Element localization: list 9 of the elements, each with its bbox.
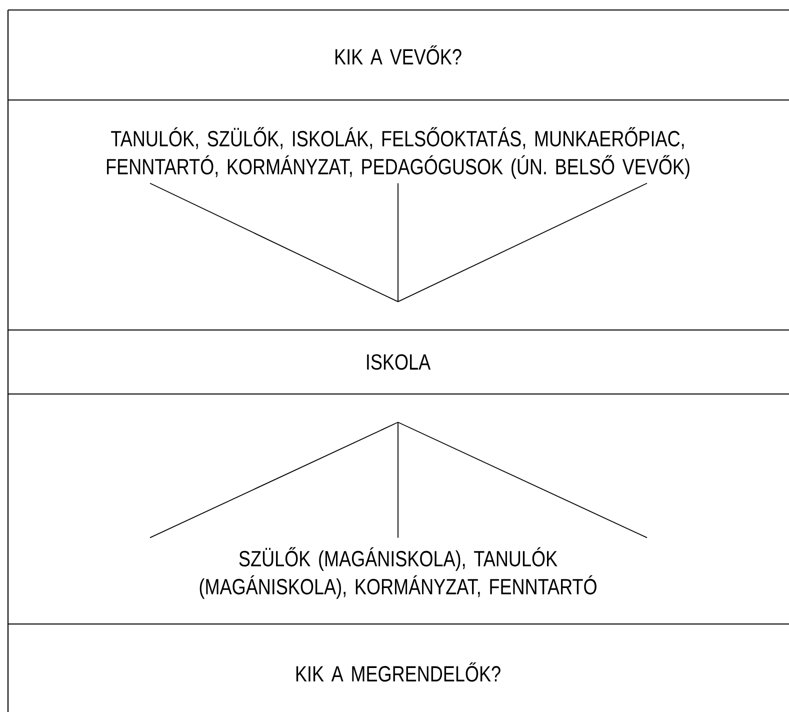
row-label: ISKOLA — [367, 354, 431, 370]
connector-line — [398, 422, 648, 538]
connector-line — [150, 182, 398, 302]
row-label: SZÜLŐK (MAGÁNISKOLA), TANULÓK (MAGÁNISKOLA), KORMÁNYZAT, FENNTARTÓ — [200, 547, 596, 599]
connector-line — [150, 422, 398, 538]
row-label: KIK A VEVŐK? — [336, 45, 462, 65]
row-label: KIK A MEGRENDELŐK? — [296, 662, 500, 682]
row-label: TANULÓK, SZÜLŐK, ISKOLÁK, FELSŐOKTATÁS, MUNKAERŐPIAC, FENNTARTÓ, KORMÁNYZAT, PEDAGÓGUSOK (ÚN. BELSŐ VEVŐK) — [107, 127, 690, 179]
connector-line — [398, 182, 648, 302]
